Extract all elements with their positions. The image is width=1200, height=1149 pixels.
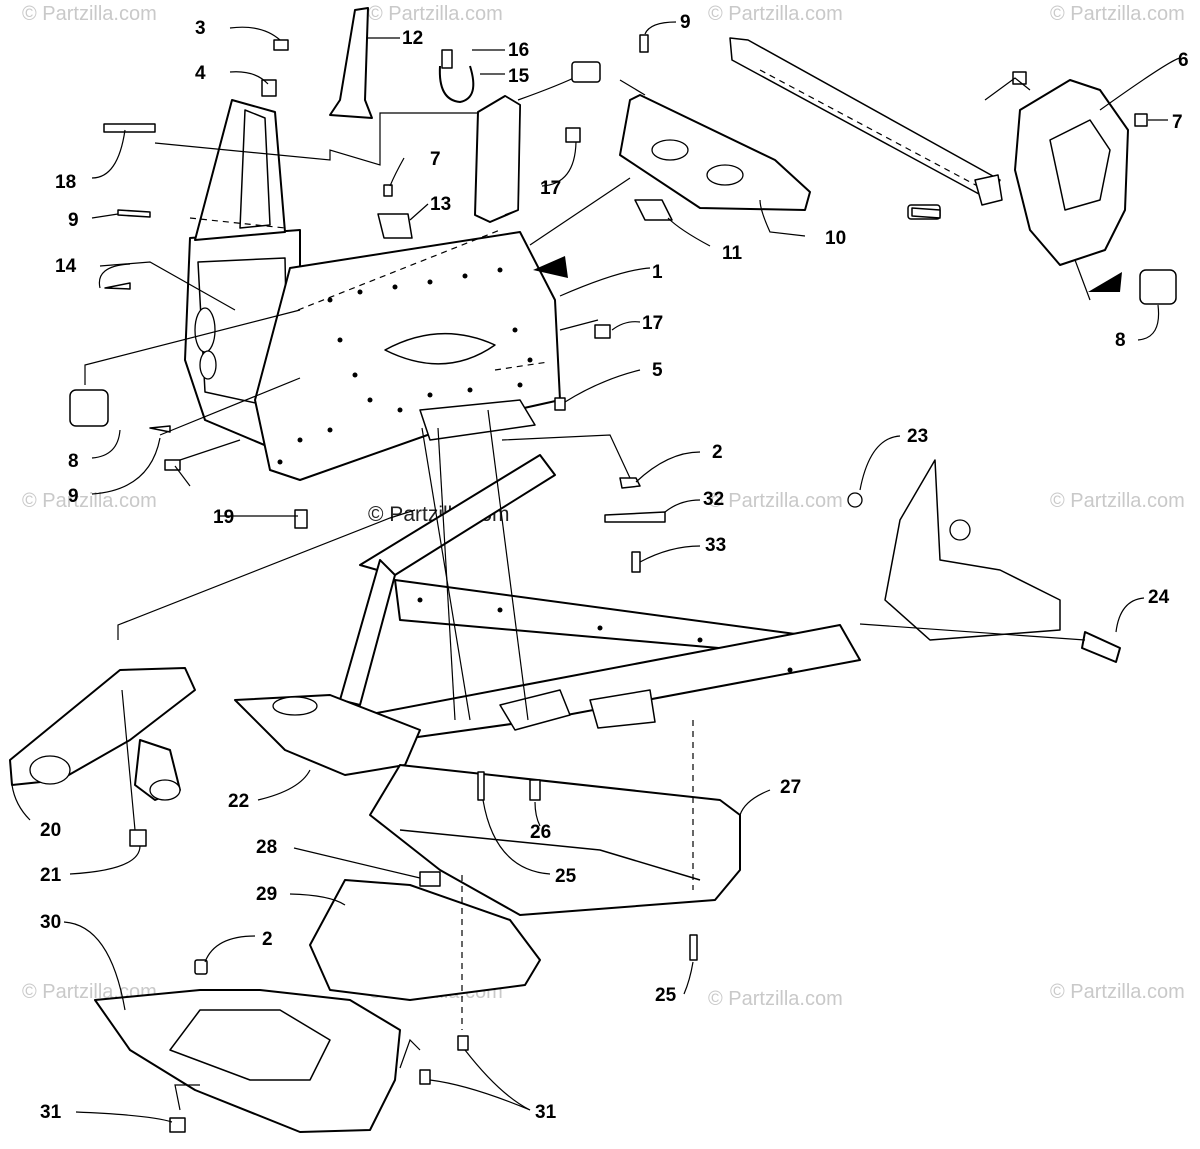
callout-19: 19: [213, 507, 234, 528]
callout-30: 30: [40, 912, 61, 933]
watermark: © Partzilla.com: [708, 490, 843, 512]
callout-33: 33: [705, 535, 726, 556]
callout-5: 5: [652, 360, 663, 381]
callout-2: 2: [712, 442, 723, 463]
callout-20: 20: [40, 820, 61, 841]
front-frame: [234, 454, 861, 776]
callout-labels: 3 4 12 16 15 18 9 14 7 13 17 9 10 11 1 1…: [40, 12, 1189, 1123]
module-15: [438, 49, 601, 223]
crossbar-6: [729, 37, 1129, 292]
callout-15: 15: [508, 66, 530, 87]
callout-26: 26: [530, 822, 551, 843]
callout-9: 9: [680, 12, 691, 33]
callout-18: 18: [55, 172, 76, 193]
callout-23: 23: [907, 426, 928, 447]
callout-17: 17: [642, 313, 663, 334]
callout-7: 7: [1172, 112, 1183, 133]
callout-22: 22: [228, 791, 249, 812]
watermark: © Partzilla.com: [22, 490, 157, 512]
watermark: © Partzilla.com: [708, 3, 843, 25]
callout-28: 28: [256, 837, 277, 858]
watermark: © Partzilla.com: [1050, 3, 1185, 25]
callout-17: 17: [540, 178, 561, 199]
callout-12: 12: [402, 28, 423, 49]
watermark: © Partzilla.com: [708, 988, 843, 1010]
callout-3: 3: [195, 18, 206, 39]
plate-10: [619, 94, 811, 221]
callout-11: 11: [722, 243, 743, 264]
callout-2: 2: [262, 929, 273, 950]
callout-24: 24: [1148, 587, 1170, 608]
callout-21: 21: [40, 865, 62, 886]
callout-27: 27: [780, 777, 801, 798]
hardware: [69, 34, 1177, 1133]
watermark: © Partzilla.com: [1050, 490, 1185, 512]
callout-1: 1: [652, 262, 663, 283]
watermark: © Partzilla.com: [368, 3, 503, 25]
callout-29: 29: [256, 884, 277, 905]
watermark: © Partzilla.com: [1050, 981, 1185, 1003]
callout-13: 13: [430, 194, 451, 215]
callout-16: 16: [508, 40, 529, 61]
bracket-12: [329, 7, 373, 119]
callout-9: 9: [68, 210, 79, 231]
callout-25: 25: [555, 866, 577, 887]
callout-25: 25: [655, 985, 677, 1006]
callout-10: 10: [825, 228, 846, 249]
callout-7: 7: [430, 149, 441, 170]
guard-30: [94, 959, 401, 1133]
callout-14: 14: [55, 256, 77, 277]
callout-32: 32: [703, 489, 724, 510]
callout-9: 9: [68, 486, 79, 507]
plate-29: [309, 879, 541, 1001]
callout-4: 4: [195, 63, 206, 84]
callout-8: 8: [68, 451, 79, 472]
side-bracket-23: [847, 459, 1121, 663]
callout-8: 8: [1115, 330, 1126, 351]
watermark: © Partzilla.com: [22, 3, 157, 25]
bracket-20: [9, 667, 196, 801]
leader-lines: [11, 21, 1181, 1123]
callout-31: 31: [40, 1102, 62, 1123]
callout-6: 6: [1178, 50, 1189, 71]
callout-31: 31: [535, 1102, 557, 1123]
front-bulkhead: [184, 99, 568, 481]
